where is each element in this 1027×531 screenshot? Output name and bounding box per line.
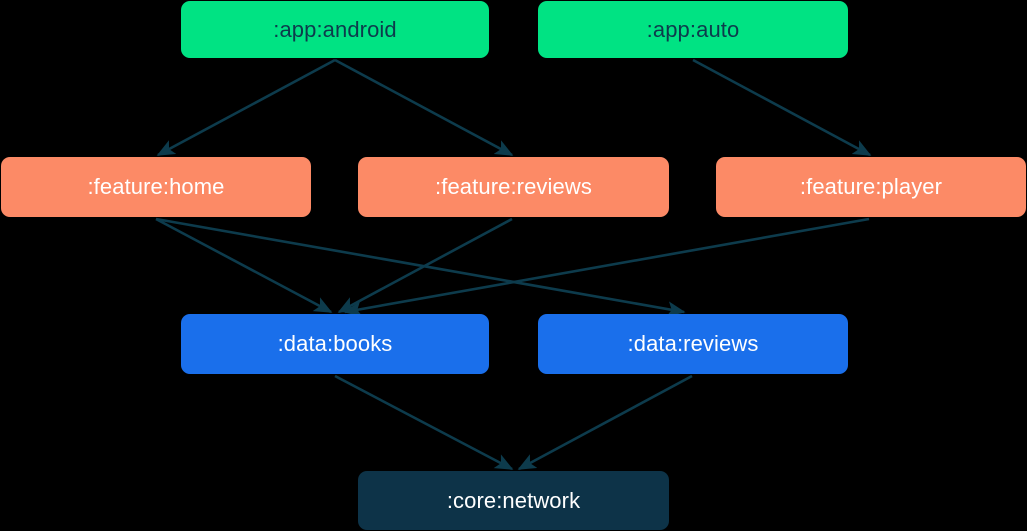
- node-core-network[interactable]: :core:network: [358, 471, 669, 530]
- edge-app-android-to-feature-reviews: [334, 58, 514, 157]
- node-data-books[interactable]: :data:books: [181, 314, 489, 374]
- edge-feature-home-to-data-books: [155, 217, 333, 314]
- node-label: :data:reviews: [627, 331, 759, 356]
- node-feature-reviews[interactable]: :feature:reviews: [358, 157, 669, 217]
- node-app-android[interactable]: :app:android: [181, 1, 489, 58]
- node-label: :app:auto: [646, 16, 740, 42]
- node-data-reviews[interactable]: :data:reviews: [538, 314, 848, 374]
- edge-feature-home-to-data-reviews: [155, 217, 686, 317]
- node-feature-player[interactable]: :feature:player: [716, 157, 1026, 217]
- node-label: :feature:player: [799, 174, 943, 199]
- node-feature-home[interactable]: :feature:home: [1, 157, 311, 217]
- edge-data-books-to-core-network: [334, 374, 514, 471]
- node-label: :app:android: [273, 16, 397, 42]
- node-label: :feature:home: [87, 174, 225, 199]
- node-label: :core:network: [446, 487, 581, 513]
- edge-app-auto-to-feature-player: [692, 58, 872, 157]
- edge-data-reviews-to-core-network: [517, 374, 693, 471]
- node-app-auto[interactable]: :app:auto: [538, 1, 848, 58]
- edge-feature-reviews-to-data-books: [337, 217, 513, 314]
- edge-app-android-to-feature-home: [156, 58, 336, 157]
- edge-feature-player-to-data-books: [343, 217, 870, 317]
- node-label: :data:books: [277, 331, 393, 356]
- node-label: :feature:reviews: [435, 174, 592, 199]
